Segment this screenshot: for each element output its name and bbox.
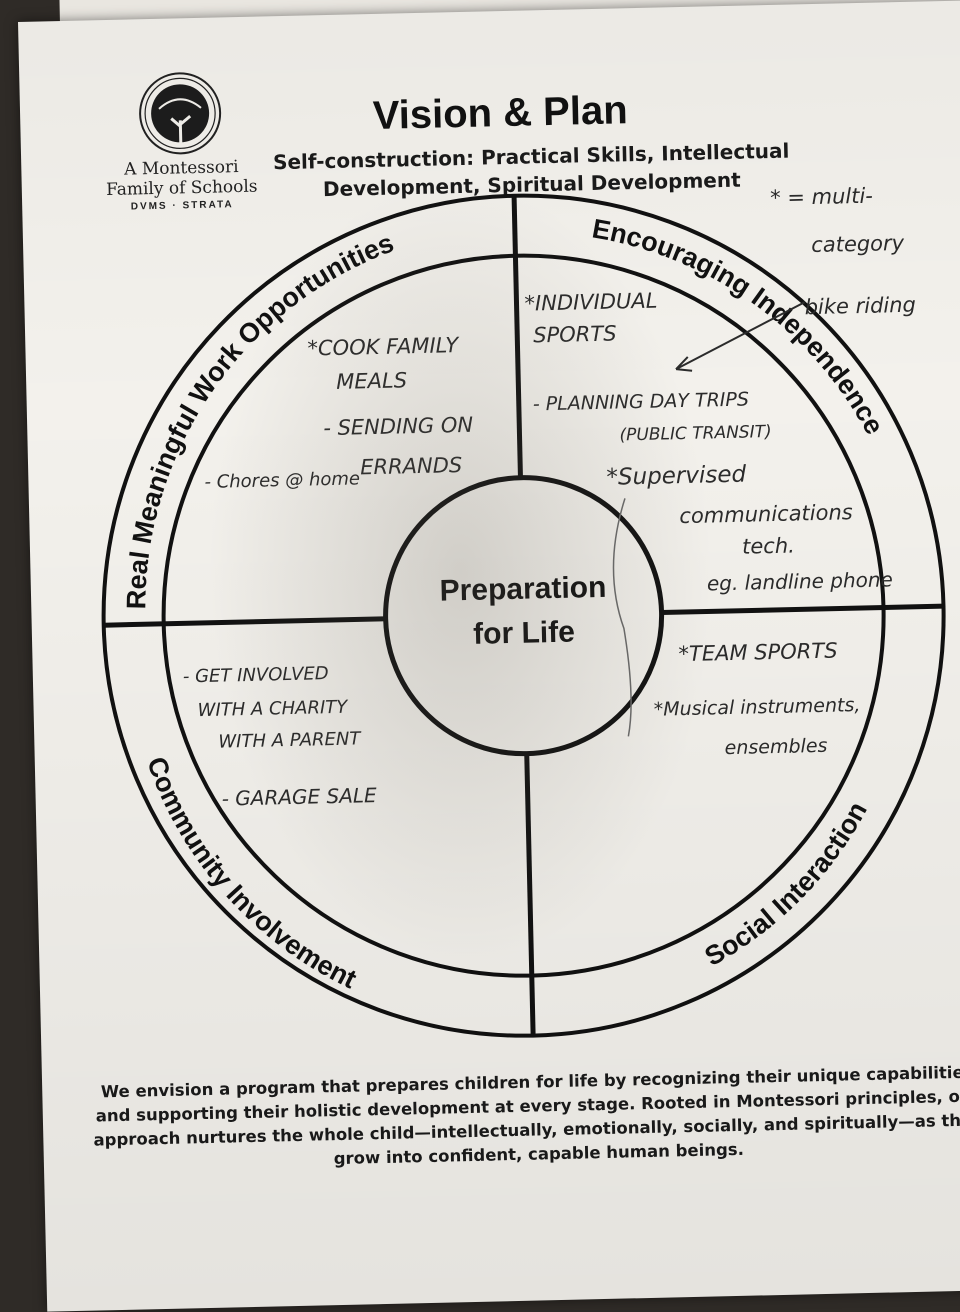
note-indep-3: - PLANNING DAY TRIPS bbox=[533, 389, 750, 416]
note-social-1: *TEAM SPORTS bbox=[678, 639, 838, 667]
note-community-2: WITH A CHARITY bbox=[197, 697, 349, 721]
vision-wheel-diagram: Real Meaningful Work Opportunities Encou… bbox=[101, 184, 946, 1038]
note-community-4: - GARAGE SALE bbox=[221, 783, 377, 811]
divider-top bbox=[511, 195, 523, 478]
note-legend-line1: * = multi- bbox=[770, 184, 873, 210]
tree-logo-icon bbox=[139, 72, 222, 155]
note-pencil-line bbox=[612, 498, 632, 737]
divider-left bbox=[103, 616, 386, 628]
note-indep-1: *INDIVIDUAL bbox=[524, 289, 657, 316]
note-social-3: ensembles bbox=[724, 735, 827, 759]
note-legend-line2: category bbox=[811, 231, 905, 257]
worksheet-page: A Montessori Family of Schools DVMS · ST… bbox=[18, 0, 960, 1312]
note-social-2: *Musical instruments, bbox=[654, 694, 861, 721]
note-arrow bbox=[675, 301, 806, 371]
note-indep-2: SPORTS bbox=[533, 322, 617, 348]
note-bike-riding: bike riding bbox=[804, 293, 916, 320]
note-work-2: MEALS bbox=[336, 368, 407, 394]
center-label-line1: Preparation bbox=[439, 571, 606, 608]
handwritten-notes: * = multi- category bike riding *COOK FA… bbox=[183, 184, 916, 811]
divider-bottom bbox=[524, 753, 536, 1036]
note-work-5: - Chores @ home bbox=[204, 468, 360, 493]
note-work-3: - SENDING ON bbox=[323, 413, 474, 440]
note-work-4: ERRANDS bbox=[360, 453, 463, 479]
note-community-1: - GET INVOLVED bbox=[183, 663, 329, 687]
note-indep-7: tech. bbox=[742, 534, 795, 559]
note-indep-4: (PUBLIC TRANSIT) bbox=[619, 422, 772, 445]
note-work-1: *COOK FAMILY bbox=[307, 333, 460, 360]
note-indep-5: *Supervised bbox=[606, 462, 747, 491]
note-indep-8: eg. landline phone bbox=[707, 567, 893, 595]
school-logo: A Montessori Family of Schools DVMS · ST… bbox=[79, 66, 282, 214]
center-label-line2: for Life bbox=[473, 616, 575, 651]
note-community-3: WITH A PARENT bbox=[218, 728, 362, 752]
vision-statement: We envision a program that prepares chil… bbox=[93, 1062, 960, 1169]
divider-right bbox=[661, 603, 944, 616]
note-indep-6: communications bbox=[679, 500, 853, 528]
